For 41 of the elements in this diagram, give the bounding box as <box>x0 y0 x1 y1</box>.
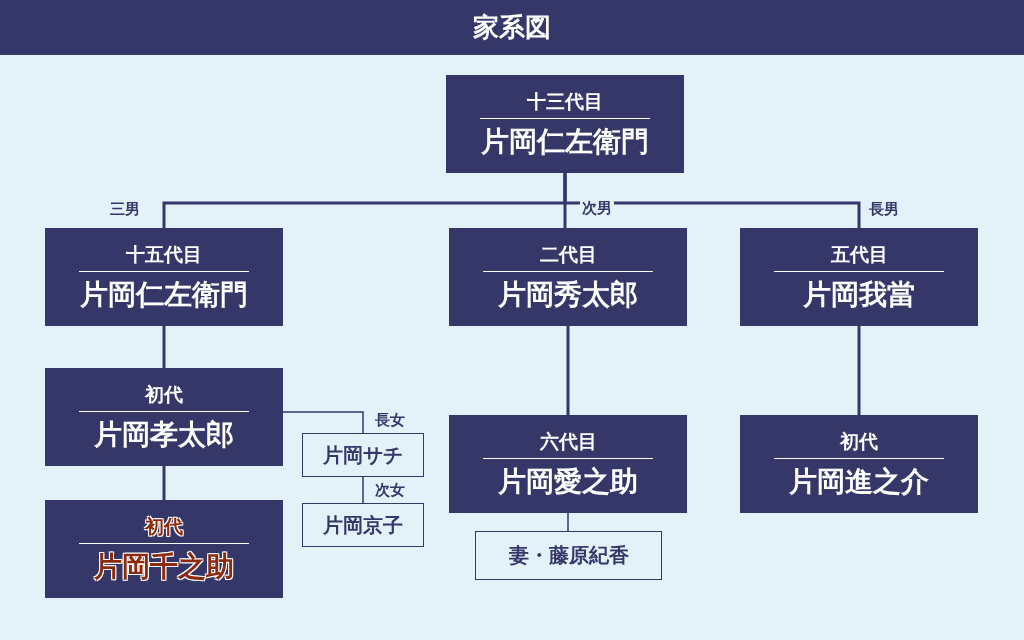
person-name: 片岡千之助 <box>94 548 234 585</box>
connector-line <box>162 326 166 368</box>
name-box <box>45 368 283 466</box>
name-box: 片岡サチ <box>302 433 424 477</box>
person-name: 片岡孝太郎 <box>94 416 234 453</box>
name-box <box>45 228 283 326</box>
connector-line <box>282 411 364 434</box>
connector-line <box>362 476 364 504</box>
title-bar: 家系図 <box>0 0 1024 55</box>
name-box <box>449 415 687 513</box>
edge-label: 次女 <box>373 481 407 499</box>
generation-title: 十三代目 <box>527 88 603 114</box>
connector-line <box>566 326 570 415</box>
generation-title: 五代目 <box>830 241 888 267</box>
name-box <box>449 228 687 326</box>
person-name: 片岡我當 <box>803 276 915 313</box>
connector-line <box>162 466 166 500</box>
name-box <box>740 228 978 326</box>
person-name: 片岡愛之助 <box>498 463 638 500</box>
name-box: 妻・藤原紀香 <box>475 531 662 580</box>
generation-title: 六代目 <box>539 428 597 454</box>
name-box <box>446 75 684 173</box>
generation-title: 初代 <box>145 513 183 539</box>
person-name: 片岡仁左衛門 <box>80 276 248 313</box>
person-name: 片岡仁左衛門 <box>481 123 649 160</box>
edge-label: 長男 <box>867 200 901 218</box>
name-box: 片岡京子 <box>302 503 424 547</box>
generation-title: 十五代目 <box>126 241 202 267</box>
connector-line <box>567 512 569 532</box>
edge-label: 長女 <box>373 411 407 429</box>
generation-title: 初代 <box>840 428 878 454</box>
connector-line <box>857 326 861 415</box>
generation-title: 二代目 <box>539 241 597 267</box>
connector-line <box>563 173 861 228</box>
generation-title: 初代 <box>145 381 183 407</box>
edge-label: 三男 <box>108 200 142 218</box>
name-box <box>45 500 283 598</box>
person-name: 片岡秀太郎 <box>498 276 638 313</box>
name-box <box>740 415 978 513</box>
person-name: 片岡進之介 <box>789 463 929 500</box>
edge-label: 次男 <box>580 199 614 217</box>
